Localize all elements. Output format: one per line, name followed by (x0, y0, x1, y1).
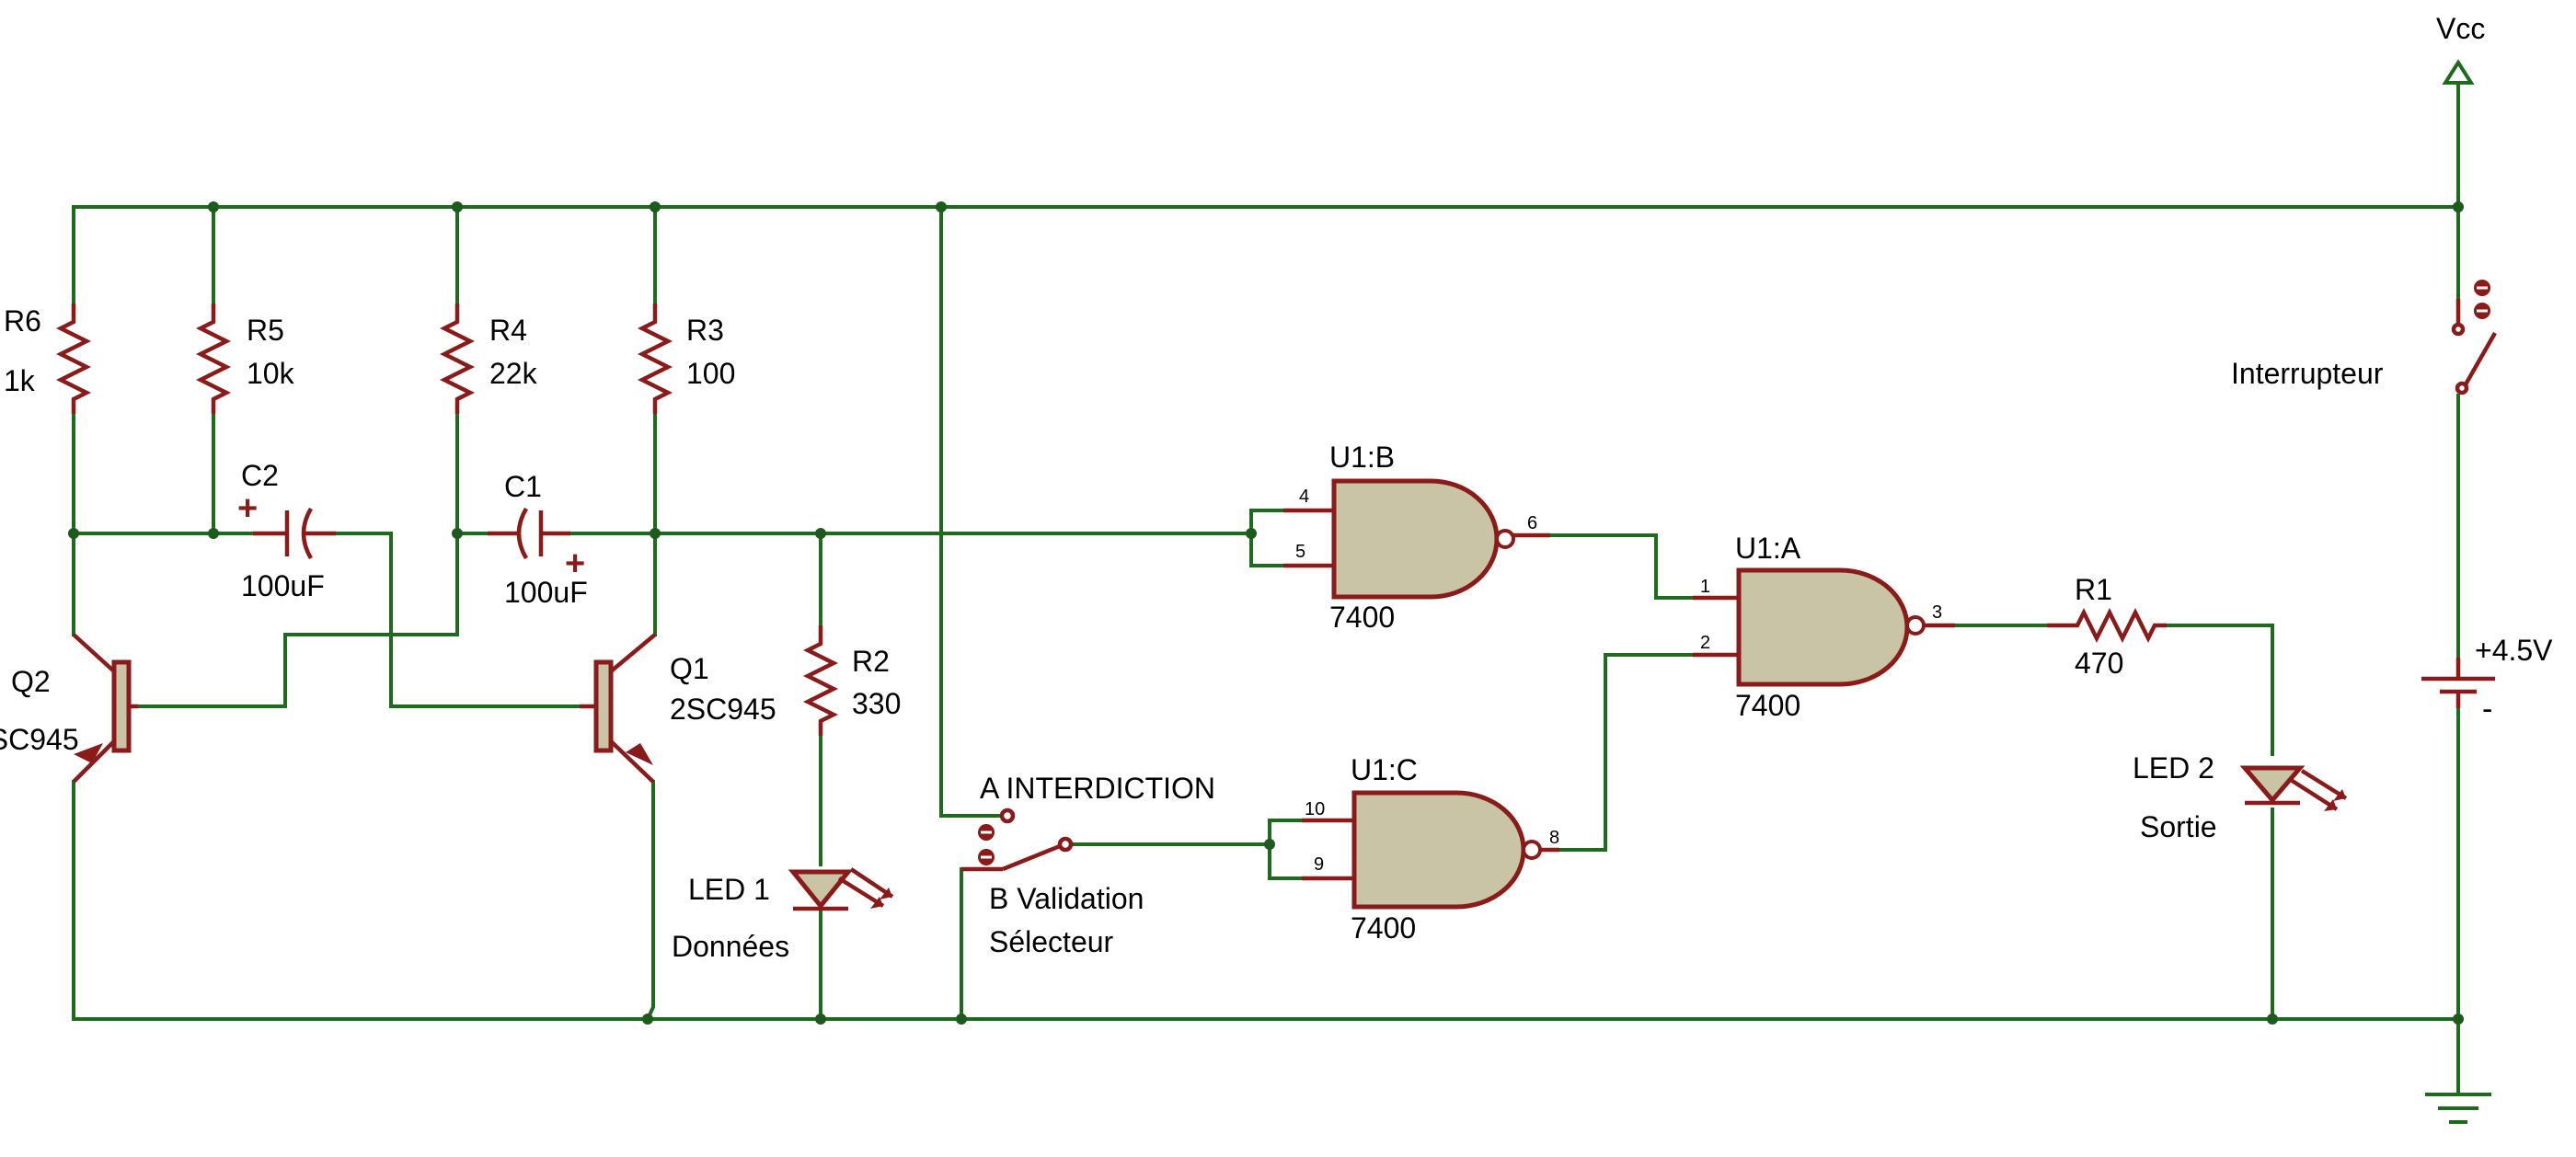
switch-label: Interrupteur (2231, 357, 2384, 390)
c2-ref: C2 (241, 459, 279, 492)
r1-value: 470 (2075, 647, 2123, 680)
resistor-r6: R6 1k (4, 304, 92, 414)
resistor-r5: R5 10k (195, 304, 295, 414)
u1c-pin8: 8 (1549, 828, 1559, 848)
wires (72, 81, 2460, 1096)
vcc-symbol: Vcc (2436, 12, 2485, 85)
c2-value: 100uF (241, 569, 325, 602)
vcc-label: Vcc (2436, 12, 2485, 45)
u1b-ref: U1:B (1329, 441, 1395, 474)
u1c-pin9: 9 (1314, 854, 1324, 875)
battery: +4.5V - (2421, 634, 2553, 727)
u1a-pin2: 2 (1700, 633, 1710, 653)
u1a-ref: U1:A (1735, 532, 1801, 565)
r6-ref: R6 (4, 304, 41, 338)
q1-ref: Q1 (670, 652, 709, 685)
r4-value: 22k (489, 357, 538, 390)
resistor-r3: R3 100 (637, 304, 735, 414)
u1b-pin5: 5 (1295, 542, 1305, 562)
led-2: LED 2 Sortie (2133, 751, 2348, 843)
q2-ref: Q2 (11, 665, 51, 698)
u1b-pin4: 4 (1299, 487, 1309, 507)
c1-ref: C1 (504, 470, 542, 503)
r2-value: 330 (852, 687, 901, 720)
capacitor-c2: + C2 100uF (237, 459, 336, 602)
u1c-part: 7400 (1351, 911, 1416, 945)
transistor-q2: Q2 2SC945 (0, 633, 138, 784)
u1b-pin6: 6 (1527, 513, 1537, 533)
c2-plus: + (237, 489, 258, 528)
led-1: LED 1 Données (672, 867, 894, 963)
r2-ref: R2 (852, 645, 890, 678)
c1-value: 100uF (504, 576, 588, 609)
u1a-part: 7400 (1735, 689, 1800, 722)
u1b-part: 7400 (1329, 601, 1395, 634)
led2-label: Sortie (2140, 810, 2217, 843)
q2-value: 2SC945 (0, 723, 79, 756)
r6-value: 1k (4, 364, 36, 397)
capacitor-c1: + C1 100uF (488, 470, 588, 609)
r3-value: 100 (686, 357, 735, 390)
nand-gate-u1b: 4 5 6 U1:B 7400 (1283, 441, 1550, 634)
r5-ref: R5 (247, 314, 284, 347)
ground-symbol (2425, 1093, 2491, 1124)
q1-value: 2SC945 (670, 693, 776, 726)
selector-name: Sélecteur (989, 925, 1114, 958)
r4-ref: R4 (489, 314, 527, 347)
u1a-pin1: 1 (1700, 577, 1710, 597)
led2-ref: LED 2 (2133, 751, 2214, 785)
selector-b-label: B Validation (989, 882, 1144, 915)
battery-label: +4.5V (2475, 634, 2553, 667)
transistor-q1: Q1 2SC945 (580, 633, 776, 784)
junctions (68, 201, 2464, 1025)
r3-ref: R3 (686, 314, 724, 347)
led1-ref: LED 1 (688, 873, 770, 906)
nand-gate-u1c: 10 9 8 U1:C 7400 (1302, 753, 1559, 945)
c1-plus: + (565, 544, 585, 583)
u1c-pin10: 10 (1305, 799, 1325, 819)
resistor-r2: R2 330 (802, 625, 901, 736)
selector-switch: A INTERDICTION B Validation Sélecteur (961, 772, 1215, 958)
u1a-pin3: 3 (1932, 602, 1942, 623)
u1c-ref: U1:C (1351, 753, 1418, 786)
nand-gate-u1a: 1 2 3 U1:A 7400 (1693, 532, 1955, 722)
resistor-r4: R4 22k (439, 304, 538, 414)
battery-minus: - (2482, 692, 2492, 727)
led1-label: Données (672, 930, 789, 963)
r5-value: 10k (247, 357, 295, 390)
resistor-r1: R1 470 (2047, 573, 2167, 680)
selector-a-label: A INTERDICTION (980, 772, 1215, 805)
r1-ref: R1 (2075, 573, 2112, 606)
interrupteur-switch: Interrupteur (2231, 280, 2497, 395)
